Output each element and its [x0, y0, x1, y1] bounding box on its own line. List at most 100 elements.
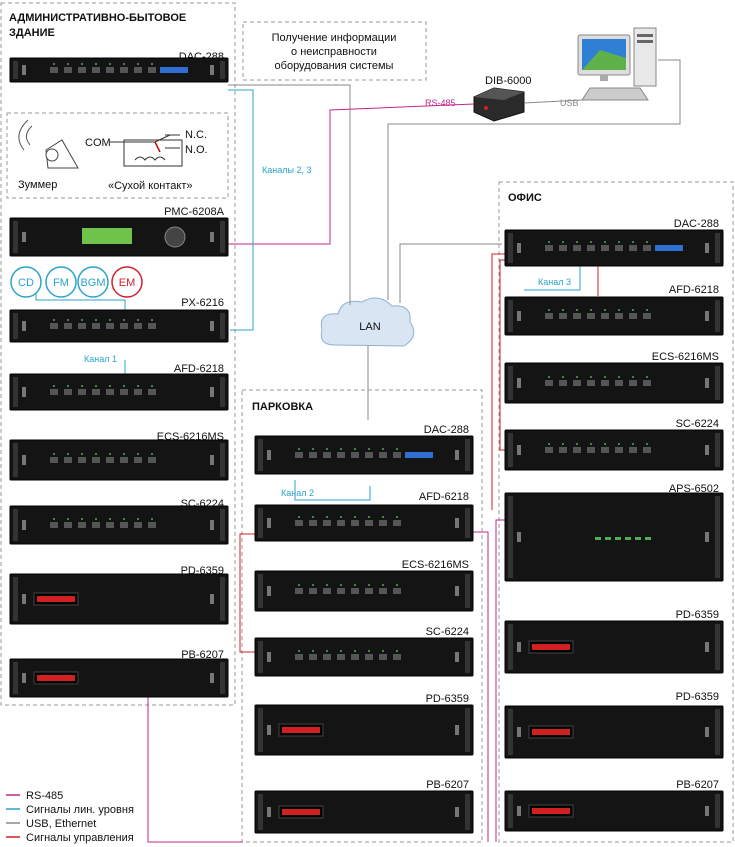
device-admin-afd-6218: AFD-6218	[9, 363, 229, 411]
info-box	[242, 21, 427, 81]
device-label: ECS-6216MS	[652, 351, 719, 363]
source-bgm: BGM	[77, 266, 109, 298]
device-label: AFD-6218	[419, 491, 469, 503]
channel-2-label: Канал 2	[281, 488, 314, 498]
line-sources	[35, 290, 126, 310]
device-parking-pd-6359: PD-6359	[254, 693, 474, 756]
device-parking-pb-6207: PB-6207	[254, 779, 474, 834]
device-parking-dac-288: DAC-288	[254, 424, 474, 475]
zone-office-box	[498, 181, 734, 843]
lan-label: LAN	[359, 321, 380, 333]
source-label: FM	[53, 277, 69, 289]
control-office-2	[499, 259, 512, 451]
device-label: PX-6216	[181, 297, 224, 309]
zone-office-title: ОФИС	[508, 192, 542, 204]
rs485-admin-bottom	[147, 690, 243, 843]
device-office-pb-6207: PB-6207	[504, 779, 724, 832]
source-label: BGM	[80, 277, 105, 289]
line-channels-23	[228, 89, 254, 331]
dry-contact-icon	[110, 134, 183, 167]
legend-label: USB, Ethernet	[26, 818, 96, 830]
device-label: PMC-6208A	[164, 206, 225, 218]
device-admin-sc-6224: SC-6224	[9, 498, 229, 545]
usb-dib-pc	[523, 99, 583, 104]
info-line-1: Получение информации	[272, 32, 397, 44]
usb-conn-label: USB	[560, 98, 579, 108]
control-parking	[239, 533, 258, 653]
device-label: ECS-6216MS	[402, 559, 469, 571]
device-office-ecs-6216ms: ECS-6216MS	[504, 351, 724, 404]
device-label: PD-6359	[426, 693, 469, 705]
device-label: PD-6359	[676, 609, 719, 621]
source-fm: FM	[45, 266, 77, 298]
channel-3-label: Канал 3	[538, 277, 571, 287]
device-label: PD-6359	[676, 691, 719, 703]
device-label: PB-6207	[181, 649, 224, 661]
dib-label: DIB-6000	[485, 75, 531, 87]
device-office-pd-6359: PD-6359	[504, 609, 724, 674]
eth-admin-lan	[228, 84, 351, 305]
zone-parking-title: ПАРКОВКА	[252, 401, 313, 413]
device-admin-ecs-6216ms: ECS-6216MS	[9, 431, 229, 481]
device-parking-sc-6224: SC-6224	[254, 626, 474, 677]
device-office-sc-6224: SC-6224	[504, 418, 724, 471]
buzzer-label: Зуммер	[18, 179, 57, 191]
device-label: APS-6502	[669, 483, 719, 495]
rs485-conn-label: RS-485	[425, 98, 456, 108]
legend-label: Сигналы управления	[26, 832, 134, 844]
eth-lan-pc	[387, 59, 681, 300]
device-label: DAC-288	[424, 424, 469, 436]
device-label: DAC-288	[674, 218, 719, 230]
device-label: SC-6224	[426, 626, 469, 638]
buzzer-icon	[18, 119, 79, 169]
device-label: AFD-6218	[669, 284, 719, 296]
source-cd: CD	[10, 266, 42, 298]
com-label: COM	[85, 137, 111, 149]
device-admin-pmc-6208a: PMC-6208A	[9, 206, 229, 257]
lan-cloud-icon	[320, 297, 415, 347]
eth-lan-office	[399, 243, 502, 303]
device-label: SC-6224	[676, 418, 719, 430]
source-label: EM	[119, 277, 136, 289]
accessory-box	[6, 112, 229, 199]
source-em: EM	[111, 266, 143, 298]
device-admin-pd-6359: PD-6359	[9, 565, 229, 625]
connection-lines	[35, 59, 681, 843]
legend-item: RS-485	[6, 790, 63, 802]
no-label: N.O.	[185, 144, 208, 156]
device-office-aps-6502: APS-6502	[504, 483, 724, 582]
nc-label: N.C.	[185, 129, 207, 141]
legend-label: RS-485	[26, 790, 63, 802]
info-line-3: оборудования системы	[275, 60, 394, 72]
legend-item: Сигналы лин. уровня	[6, 804, 134, 816]
rs485-dib-pmc	[228, 103, 475, 245]
legend-item: USB, Ethernet	[6, 818, 96, 830]
zone-admin-title-2: ЗДАНИЕ	[9, 27, 55, 39]
line-channel-2	[294, 480, 371, 501]
legend-label: Сигналы лин. уровня	[26, 804, 134, 816]
device-office-pd-6359: PD-6359	[504, 691, 724, 759]
device-office-dac-288: DAC-288	[504, 218, 724, 267]
device-parking-ecs-6216ms: ECS-6216MS	[254, 559, 474, 612]
device-label: PB-6207	[426, 779, 469, 791]
dry-contact-label: «Сухой контакт»	[108, 180, 193, 192]
device-label: PB-6207	[676, 779, 719, 791]
info-line-2: о неисправности	[291, 46, 377, 58]
zone-admin-title-1: АДМИНИСТРАТИВНО-БЫТОВОЕ	[9, 12, 186, 24]
device-admin-pb-6207: PB-6207	[9, 649, 229, 698]
channels-23-label: Каналы 2, 3	[262, 165, 311, 175]
line-channel-3	[524, 266, 581, 291]
source-label: CD	[18, 277, 34, 289]
dib-6000-device	[473, 87, 525, 122]
device-admin-px-6216: PX-6216	[9, 297, 229, 343]
device-racks: DAC-288PMC-6208APX-6216AFD-6218ECS-6216M…	[9, 51, 724, 834]
legend-item: Сигналы управления	[6, 832, 134, 844]
computer-icon	[577, 27, 657, 101]
zone-parking-box	[241, 389, 483, 843]
device-admin-dac-288: DAC-288	[9, 51, 229, 83]
zone-admin-box	[0, 2, 236, 706]
device-parking-afd-6218: AFD-6218	[254, 491, 474, 542]
control-office-1	[491, 253, 507, 510]
